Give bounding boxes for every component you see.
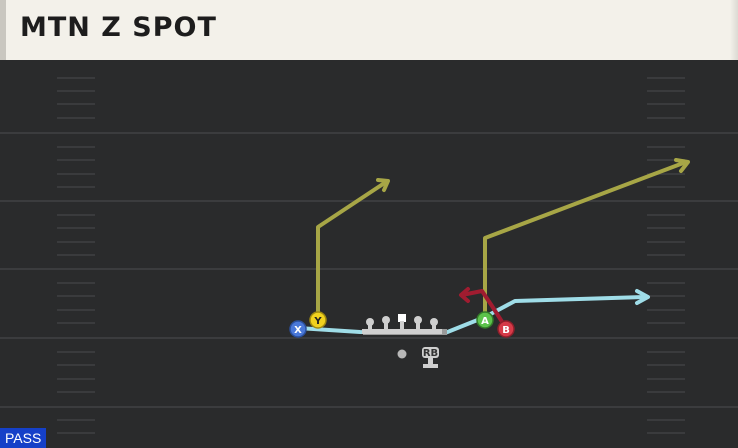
play-title: MTN Z SPOT [20, 12, 217, 43]
hash-marks [57, 77, 686, 434]
play-field: RB X Y A B [0, 60, 738, 448]
play-title-bar: MTN Z SPOT [0, 0, 738, 60]
lineman [410, 316, 426, 334]
player-y-label: Y [313, 316, 322, 327]
player-a-label: A [481, 316, 489, 327]
lineman [426, 318, 442, 334]
rb-label: RB [423, 348, 438, 359]
route-b-block [459, 287, 508, 330]
route-y-corner [316, 178, 390, 322]
player-b-label: B [502, 325, 510, 336]
running-back: RB [422, 347, 439, 368]
player-b: B [497, 320, 515, 338]
player-x: X [289, 320, 307, 338]
yard-lines [0, 132, 738, 408]
player-x-label: X [294, 325, 302, 336]
play-type-badge: PASS [0, 428, 47, 448]
lineman [362, 318, 378, 334]
route-x-drag [296, 289, 650, 335]
quarterback [397, 349, 407, 359]
player-y: Y [309, 311, 327, 329]
lineman [378, 316, 394, 334]
offensive-line [362, 314, 447, 335]
route-a-corner [483, 158, 690, 320]
player-a: A [476, 311, 494, 329]
center [394, 314, 410, 334]
